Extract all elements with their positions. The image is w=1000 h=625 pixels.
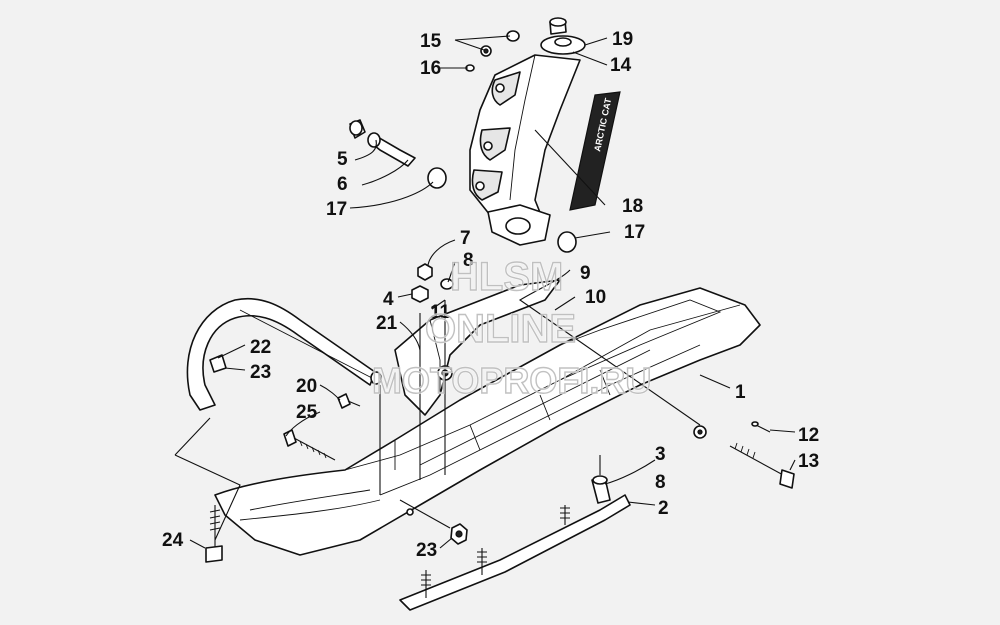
label-12: 12 [798,425,819,446]
label-8a: 8 [463,250,474,271]
ski-body [214,287,761,556]
wear-bar [399,475,631,611]
watermark: HLSM HLSM ONLINE ONLINE MOTOPROFI.RU MOT… [371,254,653,402]
leader-lines [174,35,796,549]
label-6: 6 [337,174,348,195]
label-4: 4 [383,289,394,310]
label-9: 9 [580,263,591,284]
label-23b: 23 [416,540,437,561]
label-24: 24 [162,530,184,551]
label-8b: 8 [655,472,666,493]
callout-labels: 1 2 3 4 5 6 7 8 8 9 10 11 12 13 14 15 16… [162,29,819,561]
ski-loop [186,297,382,411]
label-17b: 17 [624,222,645,243]
decal: ARCTIC CAT [569,91,621,211]
label-22: 22 [250,337,271,358]
watermark-line-2: ONLINE [425,307,576,351]
label-13: 13 [798,451,819,472]
label-7: 7 [460,228,471,249]
watermark-line-2-shadow: ONLINE [425,307,576,351]
nuts [411,263,454,303]
spindle-cap [540,17,586,55]
label-20: 20 [296,376,317,397]
watermark-line-3-shadow: MOTOPROFI.RU [372,360,651,401]
label-3: 3 [655,444,666,465]
label-11: 11 [430,302,451,323]
lower-hardware [205,505,468,563]
label-25: 25 [296,402,318,423]
label-18: 18 [622,196,643,217]
top-washers [465,30,520,72]
bolts-left [283,393,361,461]
label-10: 10 [585,287,606,308]
label-2: 2 [658,498,669,519]
spindle [469,54,581,246]
label-5: 5 [337,149,348,170]
watermark-line-1-shadow: HLSM [450,255,563,299]
watermark-line-3: MOTOPROFI.RU [372,360,651,401]
label-14: 14 [610,55,632,76]
watermark-line-1: HLSM [450,255,563,299]
label-23a: 23 [250,362,271,383]
bushings [349,119,577,253]
label-1: 1 [735,382,746,403]
bolts-right [693,421,795,489]
label-15: 15 [420,31,442,52]
label-19: 19 [612,29,633,50]
label-21: 21 [376,313,398,334]
label-16: 16 [420,58,441,79]
label-17a: 17 [326,199,347,220]
